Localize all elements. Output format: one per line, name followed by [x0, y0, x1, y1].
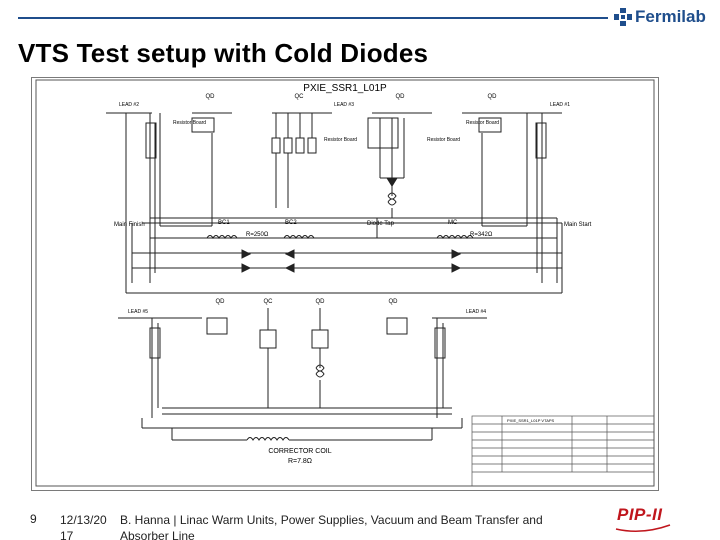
qc-bottom-label: QC	[264, 299, 274, 305]
qd-top-right-label: QD	[488, 94, 498, 100]
header-rule	[18, 17, 608, 19]
pip-ii-logo-icon	[615, 524, 671, 532]
lead3-label: LEAD #3	[334, 102, 354, 108]
pip-ii-logo-text: PIP-II	[617, 505, 663, 524]
corrector-coil-resistance-label: R=7.8Ω	[288, 458, 312, 465]
main-finish-label: Main Finish	[114, 222, 145, 228]
lead2-label: LEAD #2	[119, 102, 139, 108]
title-block-drawing-name: PXIE_SSR1_L01P VTAPS	[507, 418, 555, 423]
diode-tap-label: Diode Tap	[367, 221, 395, 227]
lead5-label: LEAD #5	[128, 309, 148, 315]
resistor-board-right-label: Resistor Board	[466, 120, 499, 126]
title-block	[471, 415, 655, 487]
fermilab-logo: Fermilab	[614, 7, 706, 27]
main-start-label: Main Start	[564, 222, 592, 228]
slide-title: VTS Test setup with Cold Diodes	[18, 38, 429, 68]
schematic-title: PXIE_SSR1_L01P	[303, 83, 387, 94]
lead1-label: LEAD #1	[550, 102, 570, 108]
mc-resistance-label: R=342Ω	[470, 232, 493, 238]
qd-top-mid-label: QD	[396, 94, 406, 100]
qd-bottom-left-label: QD	[216, 299, 226, 305]
brand-name: Fermilab	[635, 7, 706, 26]
qc-top-label: QC	[295, 94, 305, 100]
lead4-label: LEAD #4	[466, 309, 486, 315]
slide-number: 9	[30, 512, 37, 526]
bc-resistance-label: R=250Ω	[246, 232, 269, 238]
slide-date: 12/13/20 17	[60, 513, 107, 540]
bc1-label: BC1	[218, 220, 230, 226]
corrector-coil-label: CORRECTOR COIL	[268, 448, 331, 455]
bc2-label: BC2	[285, 220, 297, 226]
mc-label: MC	[448, 220, 458, 226]
qd-top-left-label: QD	[206, 94, 216, 100]
schematic-svg: PXIE_SSR1_L01P QD QC QD QD LEAD #2 LEAD …	[35, 79, 655, 487]
schematic-diagram: PXIE_SSR1_L01P QD QC QD QD LEAD #2 LEAD …	[31, 77, 659, 491]
fermilab-mark-icon	[614, 8, 632, 26]
resistor-board-qc-label: Resistor Board	[324, 137, 357, 143]
resistor-board-left-label: Resistor Board	[173, 120, 206, 126]
qd-bottom-right-label: QD	[389, 299, 399, 305]
footer-text: B. Hanna | Linac Warm Units, Power Suppl…	[120, 513, 543, 540]
qd-bottom-mid-label: QD	[316, 299, 326, 305]
resistor-board-mid-label: Resistor Board	[427, 137, 460, 143]
